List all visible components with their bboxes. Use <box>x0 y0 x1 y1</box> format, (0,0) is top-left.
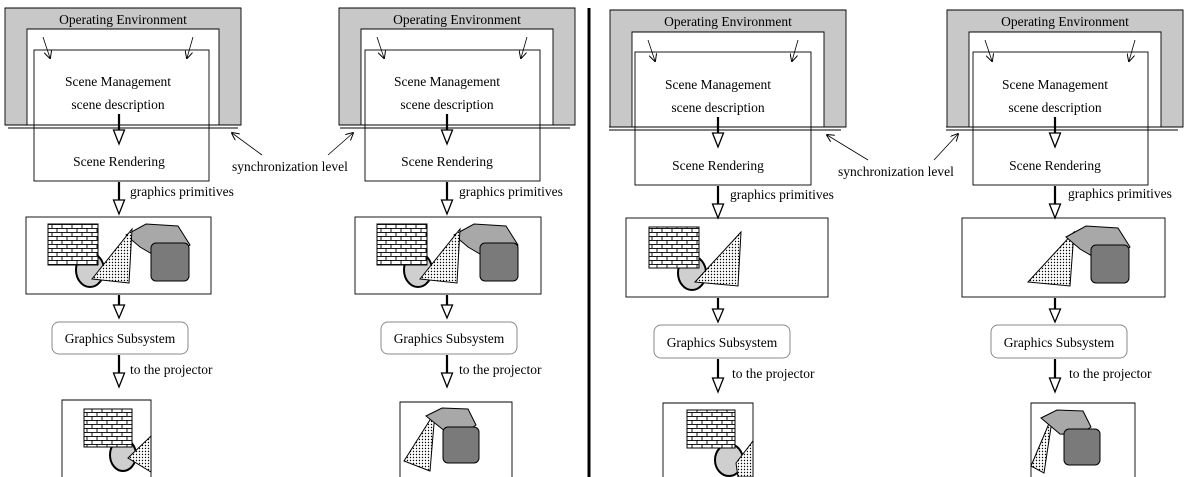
down-arrow <box>112 182 126 216</box>
scene-management-label: Scene Management <box>665 77 771 92</box>
graphics-subsystem-box <box>653 324 791 359</box>
to-projector-label: to the projector <box>1069 366 1152 381</box>
brick-wall-icon <box>47 223 99 266</box>
dark-square-icon <box>479 242 519 282</box>
graphics-subsystem-label: Graphics Subsystem <box>394 331 505 346</box>
scene-description-label: scene description <box>400 97 494 112</box>
down-arrow <box>711 186 725 220</box>
dotted-triangle-icon <box>127 434 152 473</box>
pipeline-3: Operating Environment Scene Management s… <box>609 9 847 477</box>
dark-square-icon <box>150 242 190 282</box>
projected-output <box>61 399 152 477</box>
scene-box <box>972 51 1149 186</box>
brick-wall-icon <box>376 223 428 266</box>
to-projector-label: to the projector <box>732 366 815 381</box>
scene-box <box>634 51 812 186</box>
scene-rendering-label: Scene Rendering <box>672 158 764 173</box>
dark-square-icon <box>1090 244 1130 284</box>
down-arrow <box>112 114 126 146</box>
dark-square-icon <box>1063 428 1101 466</box>
primitives-shapes <box>47 223 191 288</box>
scene-rendering-label: Scene Rendering <box>73 154 165 169</box>
to-projector-label: to the projector <box>459 362 542 377</box>
env-label: Operating Environment <box>393 12 521 27</box>
projected-output <box>399 401 513 477</box>
graphics-subsystem-label: Graphics Subsystem <box>1004 335 1115 350</box>
dotted-triangle-icon <box>91 227 133 284</box>
dotted-triangle-icon <box>693 230 742 287</box>
dotted-triangle-icon <box>735 439 754 477</box>
graphics-subsystem-label: Graphics Subsystem <box>65 331 176 346</box>
brick-wall-icon <box>648 226 700 269</box>
scene-rendering-label: Scene Rendering <box>1009 158 1101 173</box>
env-label: Operating Environment <box>1001 14 1129 29</box>
dotted-triangle-icon <box>419 227 461 284</box>
sync-level-right: synchronization level <box>827 134 958 179</box>
graphics-primitives-label: graphics primitives <box>1068 186 1172 201</box>
graphics-subsystem-box <box>380 321 518 355</box>
down-arrow <box>1048 298 1062 324</box>
down-arrow <box>1048 359 1062 394</box>
down-arrow <box>1048 186 1062 220</box>
graphics-primitives-label: graphics primitives <box>130 184 234 199</box>
down-arrow <box>711 359 725 394</box>
down-arrow <box>112 295 126 320</box>
env-label: Operating Environment <box>664 14 792 29</box>
brick-wall-icon <box>686 409 736 449</box>
graphics-subsystem-box <box>990 324 1128 359</box>
scene-management-label: Scene Management <box>394 74 500 89</box>
scene-description-label: scene description <box>71 97 165 112</box>
graphics-subsystem-box <box>51 321 189 355</box>
projected-output <box>662 402 754 477</box>
down-arrow <box>711 117 725 149</box>
pipeline-1: Operating Environment Scene Management s… <box>4 7 242 477</box>
sync-level-left: synchronization level <box>232 133 353 174</box>
brick-wall-icon <box>83 408 133 448</box>
primitives-frame <box>354 216 542 295</box>
scene-management-label: Scene Management <box>65 74 171 89</box>
dotted-triangle-icon <box>403 411 436 472</box>
sync-level-label: synchronization level <box>232 159 348 174</box>
sync-level-label: synchronization level <box>838 164 954 179</box>
scene-rendering-label: Scene Rendering <box>401 154 493 169</box>
pipeline-2: Operating Environment Scene Management s… <box>338 7 576 477</box>
primitives-frame <box>961 217 1166 298</box>
primitives-frame <box>625 217 829 298</box>
primitives-shapes <box>1026 225 1131 287</box>
scene-box <box>364 49 541 182</box>
scene-box <box>33 49 210 182</box>
down-arrow <box>440 355 454 389</box>
pipeline-4: Operating Environment Scene Management s… <box>946 9 1184 477</box>
down-arrow <box>112 355 126 389</box>
down-arrow <box>440 114 454 146</box>
scene-description-label: scene description <box>671 100 765 115</box>
down-arrow <box>711 298 725 324</box>
dark-square-icon <box>442 426 480 464</box>
down-arrow <box>1048 117 1062 149</box>
dotted-triangle-icon <box>1026 230 1075 287</box>
graphics-primitives-label: graphics primitives <box>730 187 834 202</box>
graphics-primitives-label: graphics primitives <box>459 184 563 199</box>
scene-management-label: Scene Management <box>1002 77 1108 92</box>
down-arrow <box>440 182 454 216</box>
down-arrow <box>440 295 454 320</box>
graphics-subsystem-label: Graphics Subsystem <box>667 335 778 350</box>
projected-output <box>1030 402 1136 477</box>
env-label: Operating Environment <box>59 12 187 27</box>
primitives-frame <box>25 216 212 295</box>
primitives-shapes <box>376 223 519 288</box>
primitives-shapes <box>648 226 742 291</box>
scene-description-label: scene description <box>1008 100 1102 115</box>
dotted-triangle-icon <box>1030 413 1054 474</box>
to-projector-label: to the projector <box>130 362 213 377</box>
